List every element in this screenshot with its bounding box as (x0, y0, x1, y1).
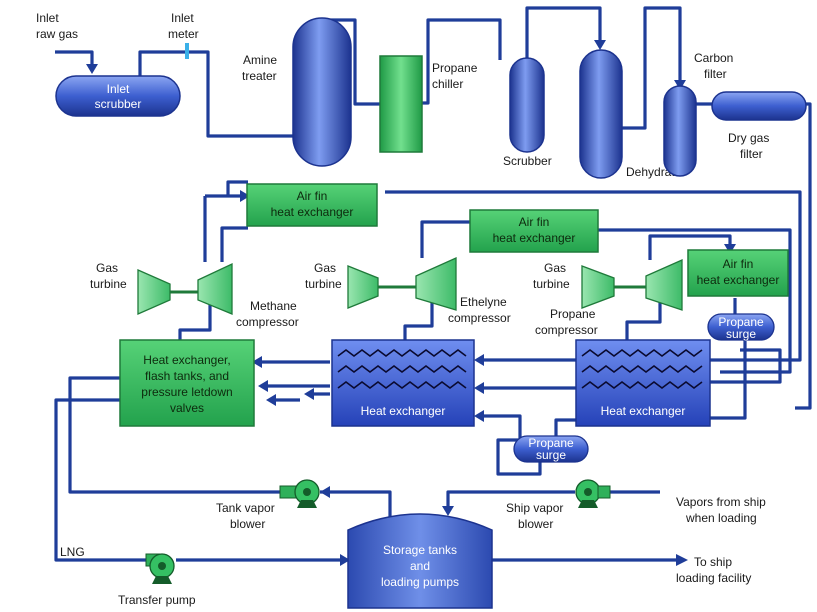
air-fin-2-label-2: heat exchanger (493, 231, 576, 245)
process-piping (54, 6, 812, 566)
gas-turbine-2-label-2: turbine (305, 277, 342, 291)
tank-vapor-blower (279, 479, 320, 508)
propane-surge-2-label-2: surge (536, 448, 566, 462)
air-fin-heat-exchanger-3: Air fin heat exchanger (687, 249, 789, 297)
air-fin-heat-exchanger-2: Air fin heat exchanger (469, 209, 599, 253)
transfer-pump (145, 553, 175, 584)
inlet-scrubber-label-2: scrubber (95, 97, 142, 111)
gas-turbine-1 (137, 269, 171, 315)
to-ship-label-2: loading facility (676, 571, 751, 585)
dry-gas-filter (711, 91, 807, 121)
ship-vapor-blower-label-1: Ship vapor (506, 501, 563, 515)
inlet-raw-gas-label-2: raw gas (36, 27, 78, 41)
tank-vapor-blower-label-2: blower (230, 517, 265, 531)
heat-exchanger-flash-tanks: Heat exchanger, flash tanks, and pressur… (119, 339, 255, 427)
dehydrator-vessel (579, 49, 623, 179)
ship-vapor-blower-label-2: blower (518, 517, 553, 531)
scrubber-label: Scrubber (503, 154, 552, 168)
gas-turbine-2-label-1: Gas (314, 261, 336, 275)
gas-turbine-1-label-2: turbine (90, 277, 127, 291)
methane-compressor (197, 262, 233, 315)
air-fin-1-label-1: Air fin (297, 189, 328, 203)
hx-flash-label-3: pressure letdown (141, 385, 232, 399)
dry-gas-filter-label-1: Dry gas (728, 131, 769, 145)
gas-turbine-2 (347, 265, 379, 309)
propane-surge-1: Propane surge (707, 313, 775, 341)
hx-right-label: Heat exchanger (601, 404, 686, 418)
vapors-from-ship-label-1: Vapors from ship (676, 495, 766, 509)
propane-chiller (379, 55, 423, 153)
ship-vapor-blower (575, 479, 611, 508)
inlet-meter-icon (185, 43, 189, 59)
gas-turbine-3-label-2: turbine (533, 277, 570, 291)
propane-surge-2: Propane surge (513, 435, 589, 463)
gas-turbine-1-label-1: Gas (96, 261, 118, 275)
hx-flash-label-4: valves (170, 401, 204, 415)
air-fin-heat-exchanger-1: Air fin heat exchanger (246, 183, 378, 227)
methane-compressor-label-1: Methane (250, 299, 297, 313)
gas-turbine-3 (581, 265, 615, 309)
inlet-scrubber-label-1: Inlet (107, 82, 130, 96)
inlet-raw-gas-label-1: Inlet (36, 11, 59, 25)
hx-flash-label-2: flash tanks, and (145, 369, 229, 383)
propane-chiller-label-1: Propane (432, 61, 478, 75)
storage-label-2: and (410, 559, 430, 573)
carbon-filter-vessel (663, 85, 697, 177)
to-ship-label-1: To ship (694, 555, 732, 569)
propane-surge-1-label-1: Propane (718, 315, 764, 329)
hx-mid-label: Heat exchanger (361, 404, 446, 418)
gas-turbine-3-label-1: Gas (544, 261, 566, 275)
amine-treater-label-1: Amine (243, 53, 277, 67)
storage-label-3: loading pumps (381, 575, 459, 589)
hx-flash-label-1: Heat exchanger, (143, 353, 230, 367)
air-fin-2-label-1: Air fin (519, 215, 550, 229)
propane-chiller-label-2: chiller (432, 77, 463, 91)
amine-treater-label-2: treater (242, 69, 277, 83)
scrubber-vessel (509, 57, 545, 153)
dry-gas-filter-label-2: filter (740, 147, 763, 161)
lng-label: LNG (60, 545, 85, 559)
storage-label-1: Storage tanks (383, 543, 457, 557)
carbon-filter-label-2: filter (704, 67, 727, 81)
ethelyne-compressor-label-2: compressor (448, 311, 511, 325)
air-fin-3-label-2: heat exchanger (697, 273, 780, 287)
storage-tanks: Storage tanks and loading pumps (347, 513, 493, 609)
propane-compressor-label-2: compressor (535, 323, 598, 337)
vapors-from-ship-label-2: when loading (685, 511, 757, 525)
air-fin-3-label-1: Air fin (723, 257, 754, 271)
carbon-filter-label-1: Carbon (694, 51, 733, 65)
propane-compressor-label-1: Propane (550, 307, 596, 321)
ethelyne-compressor (415, 256, 457, 311)
inlet-scrubber: Inlet scrubber (55, 75, 181, 117)
propane-surge-1-label-2: surge (726, 327, 756, 341)
air-fin-1-label-2: heat exchanger (271, 205, 354, 219)
methane-compressor-label-2: compressor (236, 315, 299, 329)
heat-exchanger-mid: Heat exchanger (331, 339, 475, 427)
amine-treater (292, 17, 352, 167)
propane-surge-2-label-1: Propane (528, 436, 574, 450)
transfer-pump-label: Transfer pump (118, 593, 196, 607)
ethelyne-compressor-label-1: Ethelyne (460, 295, 507, 309)
tank-vapor-blower-label-1: Tank vapor (216, 501, 275, 515)
propane-compressor (645, 258, 683, 311)
heat-exchanger-right: Heat exchanger (575, 339, 711, 427)
inlet-meter-label-2: meter (168, 27, 199, 41)
inlet-meter-label-1: Inlet (171, 11, 194, 25)
